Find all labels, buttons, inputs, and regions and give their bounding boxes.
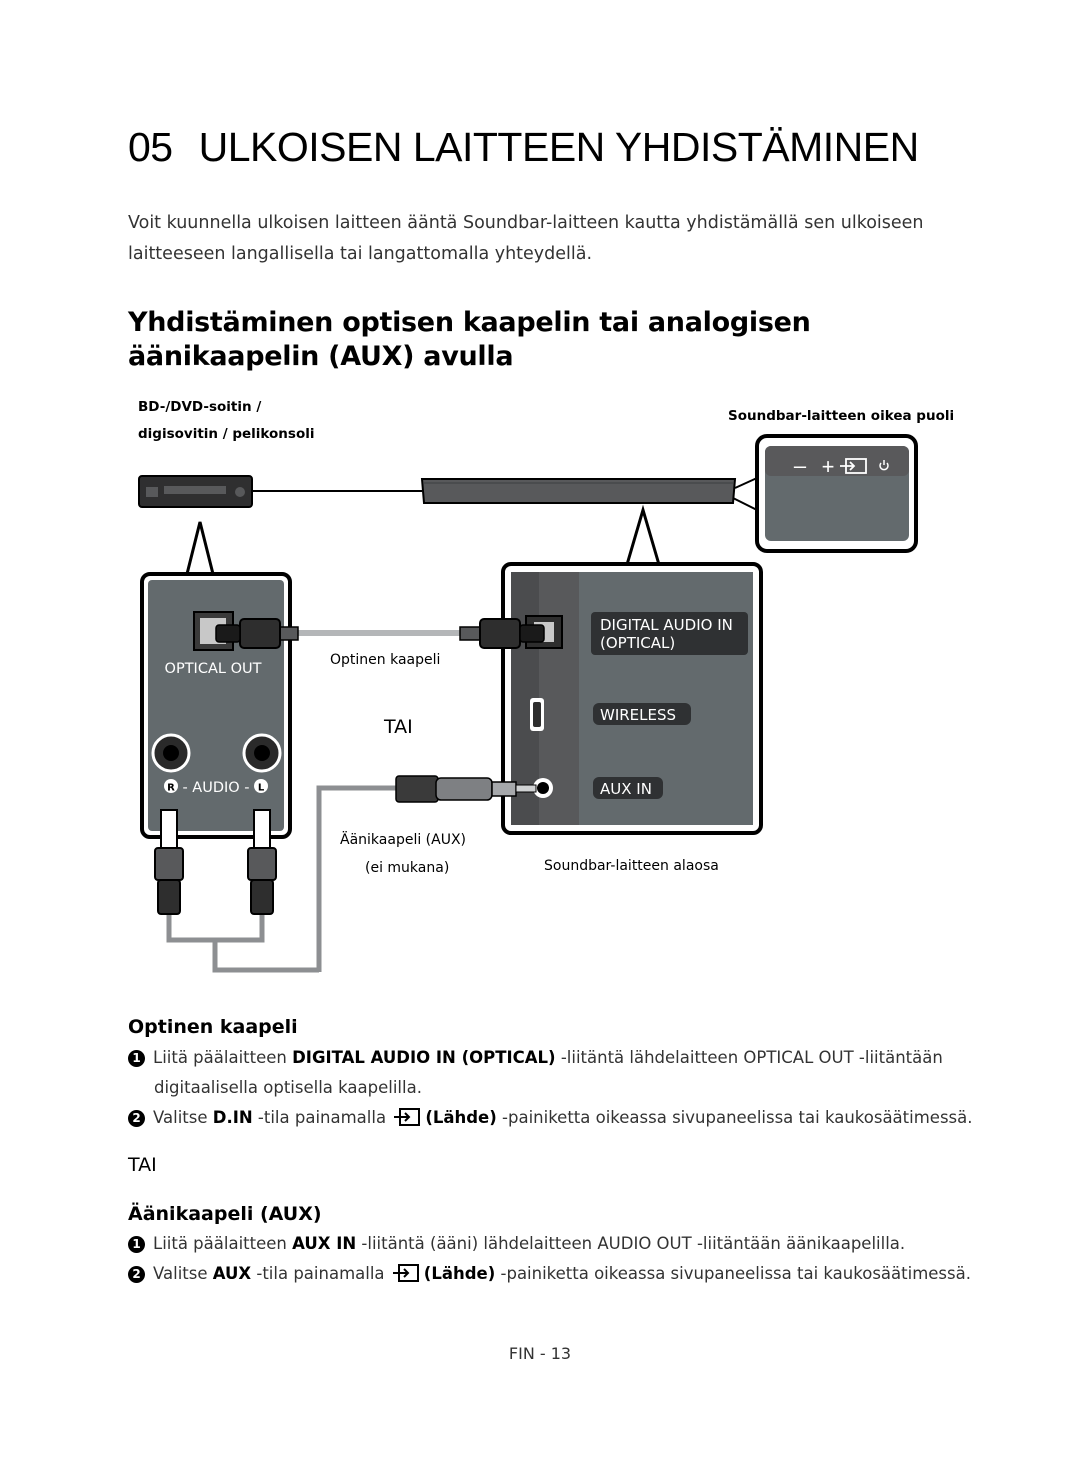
optical-heading: Optinen kaapeli: [128, 1016, 298, 1038]
panel-minus-button: –: [794, 453, 807, 478]
soundbar-bottom-label: Soundbar-laitteen alaosa: [544, 858, 719, 874]
rca-cables: [154, 809, 319, 973]
svg-text:R: R: [167, 783, 175, 794]
soundbar-right-side-label: Soundbar-laitteen oikea puoli: [728, 408, 955, 424]
page-title: 05 ULKOISEN LAITTEEN YHDISTÄMINEN: [128, 124, 919, 171]
audio-l-badge: [254, 779, 268, 793]
chapter-title: ULKOISEN LAITTEEN YHDISTÄMINEN: [198, 124, 920, 170]
diagram-or-label: TAI: [384, 716, 413, 738]
soundbar-bottom-panel: DIGITAL AUDIO IN (OPTICAL) WIRELESS AUX …: [501, 562, 763, 835]
or-separator: TAI: [128, 1154, 157, 1176]
power-button-icon: [879, 460, 889, 471]
source-icon: [392, 1264, 419, 1282]
aux-cable-label-line2: (ei mukana): [365, 860, 450, 876]
chapter-number: 05: [128, 124, 173, 170]
source-device-label-line1: BD-/DVD-soitin /: [138, 399, 262, 415]
audio-r-badge: [164, 779, 178, 793]
aux-cable: [316, 775, 537, 972]
audio-port-label: - AUDIO -: [182, 780, 249, 796]
section-heading: Yhdistäminen optisen kaapelin tai analog…: [128, 307, 811, 372]
optical-cable: [215, 618, 545, 649]
source-back-panel: OPTICAL OUT R L - AUDIO -: [140, 572, 292, 839]
digital-audio-in-label: DIGITAL AUDIO IN: [600, 616, 733, 634]
source-button-icon: [840, 458, 867, 474]
optical-step-1-cont: digitaalisella optisella kaapelilla.: [154, 1078, 422, 1097]
blu-ray-player-icon: [138, 475, 253, 508]
source-icon: [394, 1108, 421, 1126]
optical-cable-label: Optinen kaapeli: [330, 652, 441, 668]
connection-diagram: – + OPTICAL OUT: [138, 434, 918, 973]
intro-paragraph: Voit kuunnella ulkoisen laitteen ääntä S…: [128, 213, 924, 264]
aux-in-label: AUX IN: [600, 780, 652, 798]
optical-port-sub-label: (OPTICAL): [600, 634, 675, 652]
page-footer: FIN - 13: [508, 1344, 572, 1363]
optical-out-port-label: OPTICAL OUT: [165, 661, 262, 677]
svg-text:L: L: [258, 783, 265, 794]
aux-cable-label-line1: Äänikaapeli (AUX): [340, 832, 467, 848]
soundbar-illustration: [252, 477, 758, 511]
side-panel-inset: – +: [755, 434, 918, 553]
panel-plus-button: +: [822, 454, 835, 479]
wireless-label: WIRELESS: [600, 706, 676, 724]
aux-heading: Äänikaapeli (AUX): [128, 1203, 322, 1225]
source-device-label-line2: digisovitin / pelikonsoli: [138, 426, 315, 442]
